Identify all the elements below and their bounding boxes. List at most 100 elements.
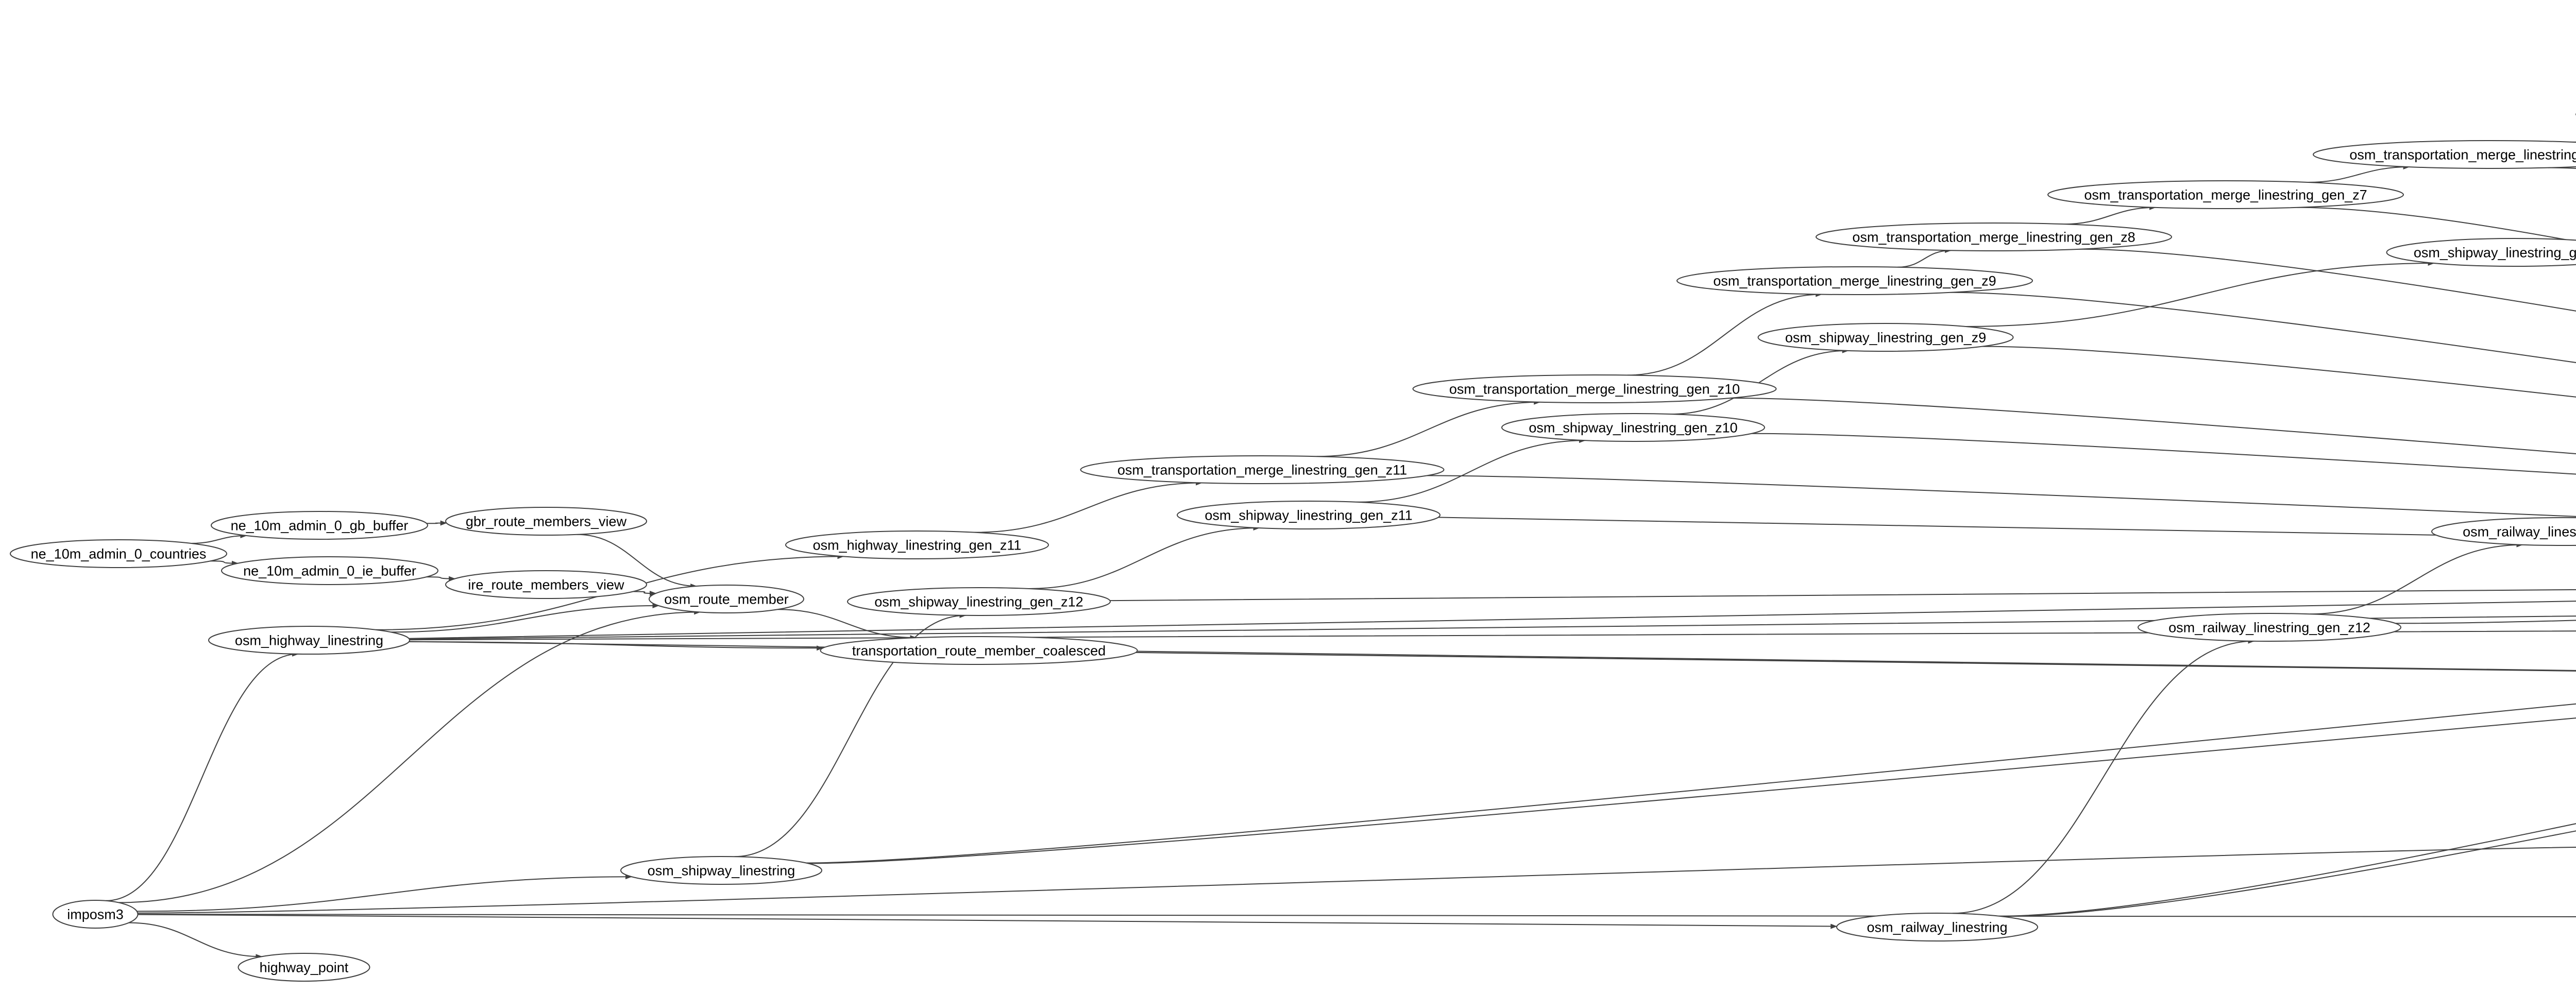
- node-label: ire_route_members_view: [468, 577, 624, 592]
- node-label: osm_transportation_merge_linestring_gen_…: [1117, 462, 1407, 477]
- edge-osm_highway_linestring-to-osm_route_member: [391, 603, 659, 633]
- node-transportation_route_member_coalesced: transportation_route_member_coalesced: [820, 636, 1138, 665]
- node-osm_route_member: osm_route_member: [649, 585, 804, 613]
- node-osm_shipway_linestring_gen_z10: osm_shipway_linestring_gen_z10: [1501, 413, 1765, 442]
- node-osm_shipway_linestring_gen_z12: osm_shipway_linestring_gen_z12: [847, 587, 1111, 616]
- edge-imposm3-to-osm_railway_linestring: [138, 914, 1838, 929]
- node-label: osm_railway_linestring_gen_z12: [2168, 620, 2370, 635]
- node-ellipse: [445, 507, 647, 536]
- node-ellipse: [238, 953, 370, 982]
- edge-osm_transportation_merge_linestring_gen_z11-to-layer_transportation-z11: [1427, 475, 2576, 517]
- node-label: ne_10m_admin_0_gb_buffer: [231, 518, 409, 533]
- node-ellipse: [1080, 455, 1445, 484]
- node-ellipse: [2313, 140, 2576, 169]
- node-osm_railway_linestring: osm_railway_linestring: [1836, 913, 2038, 941]
- edge-ire_route_members_view-to-osm_route_member: [633, 590, 656, 596]
- node-osm_railway_linestring_gen_z11: osm_railway_linestring_gen_z11: [2431, 517, 2576, 546]
- node-label: osm_shipway_linestring_gen_z9: [1785, 330, 1986, 345]
- edge-osm_shipway_linestring_gen_z11-to-layer_transportation-z11: [1438, 517, 2576, 538]
- node-ellipse: [1177, 501, 1440, 529]
- node-osm_highway_linestring: osm_highway_linestring: [208, 626, 410, 655]
- node-ne_10m_admin_0_ie_buffer: ne_10m_admin_0_ie_buffer: [221, 556, 438, 585]
- node-label: osm_highway_linestring: [235, 632, 383, 648]
- edge-osm_transportation_merge_linestring_gen_z9-to-osm_transportation_merge_linestring_gen_z8: [1897, 248, 1952, 268]
- node-ne_10m_admin_0_countries: ne_10m_admin_0_countries: [10, 539, 227, 568]
- node-ellipse: [1757, 323, 2014, 352]
- edge-osm_transportation_merge_linestring_gen_z8-to-layer_transportation-z8: [2078, 248, 2576, 312]
- node-gbr_route_members_view: gbr_route_members_view: [445, 507, 647, 536]
- node-osm_shipway_linestring: osm_shipway_linestring: [620, 856, 822, 885]
- node-label: osm_transportation_merge_linestring_gen_…: [1852, 229, 2135, 245]
- node-label: osm_transportation_merge_linestring_gen_…: [1449, 381, 1740, 397]
- edge-osm_transportation_merge_linestring_gen_z10-to-osm_transportation_merge_linestring_gen_z9: [1627, 292, 1823, 376]
- node-osm_railway_linestring_gen_z12: osm_railway_linestring_gen_z12: [2138, 613, 2401, 642]
- edge-gbr_route_members_view-to-osm_route_member: [577, 534, 698, 589]
- node-ellipse: [1501, 413, 1765, 442]
- node-label: osm_shipway_linestring_gen_z11: [1205, 507, 1412, 523]
- node-osm_highway_linestring_gen_z11: osm_highway_linestring_gen_z11: [785, 530, 1049, 559]
- edge-osm_shipway_linestring_gen_z12-to-osm_shipway_linestring_gen_z11: [1028, 525, 1260, 589]
- node-layer: ne_10m_admin_0_countries ne_10m_admin_0_g…: [10, 113, 2576, 982]
- edge-osm_railway_linestring-to-layer_transportation-z14+: [2001, 830, 2576, 917]
- edge-osm_transportation_merge_linestring_gen_z10-to-layer_transportation-z10: [1730, 397, 2576, 455]
- node-label: osm_railway_linestring_gen_z11: [2463, 524, 2576, 539]
- edge-osm_highway_linestring-to-layer_transportation-z14+: [409, 630, 2576, 641]
- edge-osm_transportation_merge_linestring_gen_z7-to-osm_transportation_merge_linestring_gen_z6: [2307, 164, 2410, 183]
- node-ellipse: [785, 530, 1049, 559]
- edge-imposm3-to-osm_route_member: [118, 609, 701, 903]
- node-ellipse: [1816, 222, 2172, 251]
- edge-osm_transportation_merge_linestring_gen_z11-to-osm_transportation_merge_linestring_gen_z10: [1316, 399, 1541, 457]
- node-label: osm_transportation_merge_linestring_gen_…: [2084, 187, 2367, 202]
- node-label: imposm3: [67, 906, 124, 922]
- edge-osm_transportation_merge_linestring_gen_z8-to-osm_transportation_merge_linestring_gen_z7: [2064, 204, 2156, 225]
- edge-osm_transportation_merge_linestring_gen_z9-to-layer_transportation-z9: [1950, 292, 2576, 364]
- edge-osm_route_member-to-transportation_route_member_coalesced: [777, 609, 917, 641]
- node-osm_transportation_merge_linestring_gen_z11: osm_transportation_merge_linestring_gen_…: [1080, 455, 1445, 484]
- edge-osm_shipway_linestring_gen_z10-to-layer_transportation-z10: [1751, 433, 2576, 475]
- node-label: highway_point: [260, 960, 349, 975]
- edge-osm_railway_linestring-to-layer_transportation-z13: [1998, 823, 2576, 917]
- edge-osm_transportation_merge_linestring_gen_z7-to-layer_transportation-z7: [2297, 207, 2576, 243]
- node-ellipse: [221, 556, 438, 585]
- node-label: ne_10m_admin_0_countries: [31, 546, 207, 561]
- node-highway_point: highway_point: [238, 953, 370, 982]
- node-ellipse: [847, 587, 1111, 616]
- edge-osm_transportation_merge_linestring_gen_z6-to-layer_transportation-z6: [2548, 167, 2576, 169]
- edge-osm_railway_linestring_gen_z12-to-osm_railway_linestring_gen_z11: [2310, 542, 2523, 615]
- edge-imposm3-to-osm_aerialway_linestring: [138, 846, 2576, 914]
- node-ire_route_members_view: ire_route_members_view: [445, 570, 647, 599]
- node-osm_shipway_linestring_gen_z11: osm_shipway_linestring_gen_z11: [1177, 501, 1440, 529]
- edge-imposm3-to-osm_highway_linestring: [106, 651, 299, 901]
- node-ellipse: [2138, 613, 2401, 642]
- node-ellipse: [211, 511, 428, 540]
- node-osm_transportation_merge_linestring_gen_z9: osm_transportation_merge_linestring_gen_…: [1676, 266, 2033, 295]
- node-label: osm_transportation_merge_linestring_gen_…: [2349, 147, 2576, 162]
- node-label: osm_shipway_linestring_gen_z12: [874, 594, 1083, 609]
- edge-osm_shipway_linestring_gen_z11-to-osm_shipway_linestring_gen_z10: [1357, 438, 1586, 503]
- node-ellipse: [1412, 374, 1777, 403]
- edge-imposm3-to-osm_shipway_linestring: [137, 874, 632, 912]
- edge-osm_shipway_linestring_gen_z9-to-layer_transportation-z9: [1982, 346, 2576, 398]
- edge-osm_railway_linestring-to-osm_railway_linestring_gen_z12: [1952, 638, 2255, 914]
- node-osm_shipway_linestring_gen_z9: osm_shipway_linestring_gen_z9: [1757, 323, 2014, 352]
- node-label: ne_10m_admin_0_ie_buffer: [243, 563, 416, 578]
- node-label: osm_transportation_merge_linestring_gen_…: [1713, 273, 1996, 288]
- edge-imposm3-to-osm_highway_polygon: [138, 914, 2576, 918]
- node-ellipse: [1676, 266, 2033, 295]
- node-label: osm_highway_linestring_gen_z11: [813, 537, 1022, 553]
- edge-osm_shipway_linestring-to-layer_transportation-z13: [806, 703, 2576, 864]
- node-ellipse: [2386, 238, 2576, 267]
- node-label: transportation_route_member_coalesced: [852, 643, 1106, 658]
- node-label: osm_railway_linestring: [1867, 919, 2007, 935]
- edge-osm_shipway_linestring_gen_z9-to-osm_shipway_linestring_gen_z8: [1965, 261, 2435, 327]
- edge-osm_shipway_linestring_gen_z10-to-osm_shipway_linestring_gen_z9: [1670, 348, 1849, 415]
- edge-osm_railway_linestring_gen_z12-to-layer_transportation-z12: [2395, 620, 2576, 624]
- node-ellipse: [1836, 913, 2038, 941]
- edge-ne_10m_admin_0_countries-to-ne_10m_admin_0_gb_buffer: [191, 533, 247, 544]
- node-ellipse: [52, 900, 139, 929]
- node-osm_transportation_merge_linestring_gen_z8: osm_transportation_merge_linestring_gen_…: [1816, 222, 2172, 251]
- node-label: osm_shipway_linestring: [648, 863, 795, 878]
- node-ellipse: [820, 636, 1138, 665]
